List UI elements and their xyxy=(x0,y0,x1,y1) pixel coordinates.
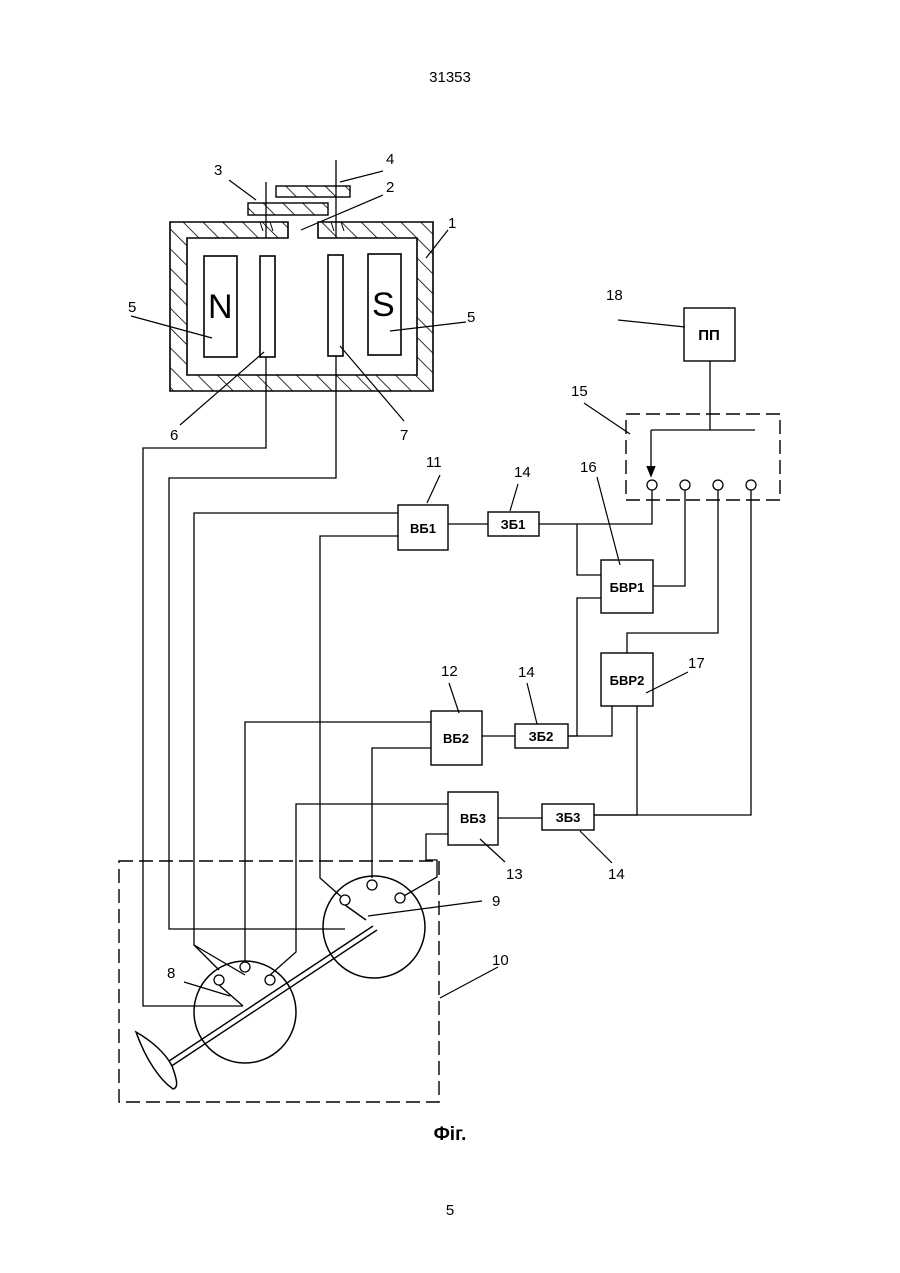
switch-terminal-3 xyxy=(713,480,723,490)
disk9-contact-1 xyxy=(340,895,350,905)
disk8-contact-2 xyxy=(240,962,250,972)
plate-3 xyxy=(248,203,328,215)
ref-label-9: 9 xyxy=(492,893,500,910)
pole-label-south: S xyxy=(372,286,395,324)
block-label-zb3: ЗБ3 xyxy=(556,810,581,825)
ref-label-2: 2 xyxy=(386,179,394,196)
plate-4 xyxy=(276,186,350,197)
switch-terminal-4 xyxy=(746,480,756,490)
ref-label-14-mid: 14 xyxy=(518,664,535,681)
block-label-zb2: ЗБ2 xyxy=(529,729,554,744)
block-label-zb1: ЗБ1 xyxy=(501,517,526,532)
ref-label-14-bottom: 14 xyxy=(608,866,625,883)
ref-label-14-top: 14 xyxy=(514,464,531,481)
ref-label-17: 17 xyxy=(688,655,705,672)
switch-terminal-2 xyxy=(680,480,690,490)
ref-label-5-right: 5 xyxy=(467,309,475,326)
ref-label-15: 15 xyxy=(571,383,588,400)
selector-disk-9 xyxy=(323,876,425,978)
ref-label-3: 3 xyxy=(214,162,222,179)
block-label-bvr2: БВР2 xyxy=(610,673,645,688)
wiring xyxy=(143,356,751,1006)
figure-caption: Фіг. xyxy=(0,1124,900,1146)
reed-plate-7 xyxy=(328,255,343,356)
switch-terminal-1 xyxy=(647,480,657,490)
disk8-contact-1 xyxy=(214,975,224,985)
ref-label-7: 7 xyxy=(400,427,408,444)
ref-label-1: 1 xyxy=(448,215,456,232)
disk8-contact-3 xyxy=(265,975,275,985)
pole-label-north: N xyxy=(208,288,233,326)
ref-label-10: 10 xyxy=(492,952,509,969)
disk9-contact-3 xyxy=(395,893,405,903)
ref-label-11: 11 xyxy=(426,454,442,471)
reed-plate-6 xyxy=(260,256,275,357)
block-label-vb3: ВБ3 xyxy=(460,811,486,826)
selector-shaft xyxy=(163,926,373,1065)
ref-label-13: 13 xyxy=(506,866,523,883)
page-number: 5 xyxy=(0,1202,900,1219)
block-label-bvr1: БВР1 xyxy=(610,580,645,595)
ref-label-12: 12 xyxy=(441,663,458,680)
disk9-contact-2 xyxy=(367,880,377,890)
ref-label-4: 4 xyxy=(386,151,394,168)
block-label-pp: ПП xyxy=(698,327,720,344)
selector-disk-8 xyxy=(194,961,296,1063)
block-label-vb1: ВБ1 xyxy=(410,521,436,536)
ref-label-5-left: 5 xyxy=(128,299,136,316)
ref-label-16: 16 xyxy=(580,459,597,476)
ref-label-18: 18 xyxy=(606,287,623,304)
block-label-vb2: ВБ2 xyxy=(443,731,469,746)
ref-label-6: 6 xyxy=(170,427,178,444)
ref-label-8: 8 xyxy=(167,965,175,982)
